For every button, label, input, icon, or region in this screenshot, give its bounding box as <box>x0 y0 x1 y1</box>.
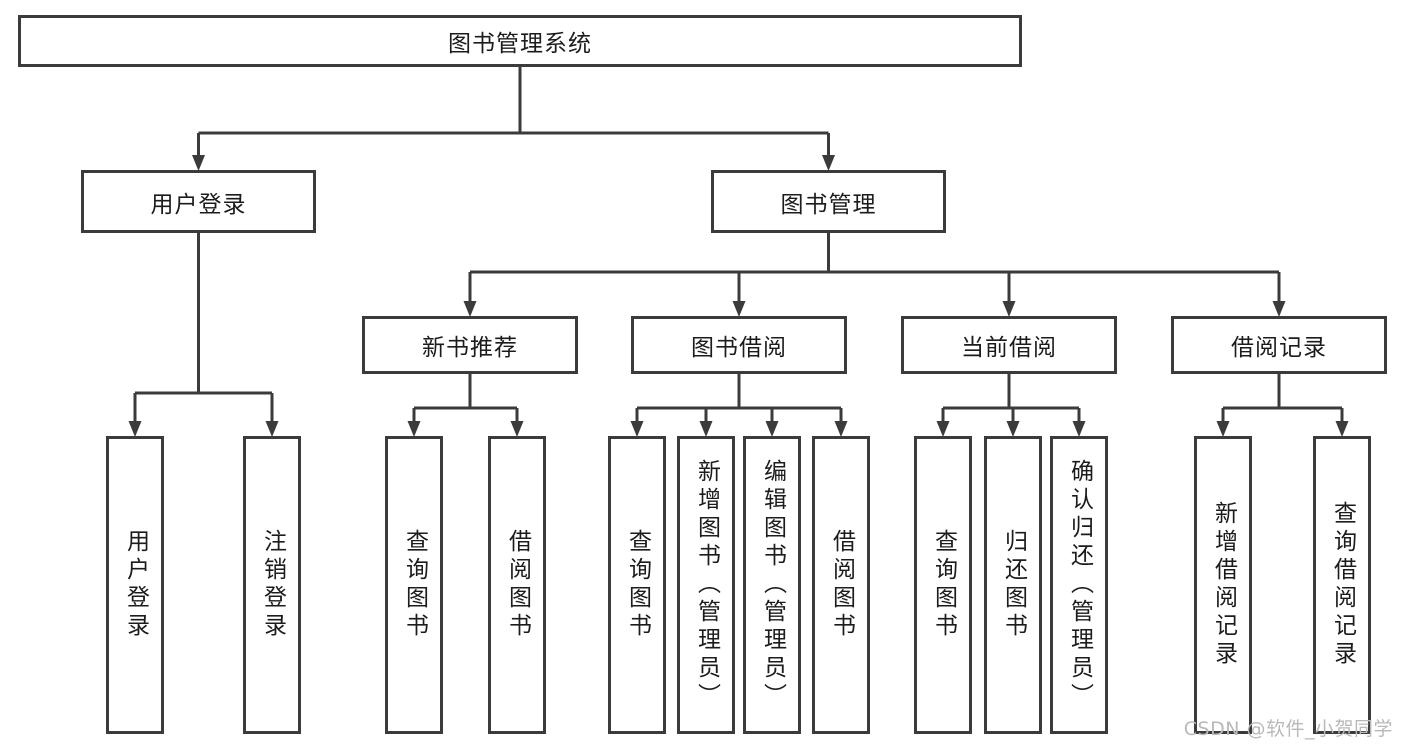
arrow-head-icon <box>1072 421 1086 437</box>
box-layer <box>18 15 1387 734</box>
arrow-head-icon <box>1272 301 1286 317</box>
node-user-login[interactable] <box>81 170 316 233</box>
watermark-label: CSDN @软件_小贺同学 <box>1183 718 1393 740</box>
edge-root-to-level2 <box>192 67 835 171</box>
node-box-leaf-query-book-borrow[interactable] <box>608 436 666 734</box>
node-leaf-borrow-book[interactable] <box>812 436 870 734</box>
node-box-leaf-borrow-book-recommend[interactable] <box>488 436 546 734</box>
edge-current-to-leaves <box>936 374 1086 437</box>
node-leaf-user-logout[interactable] <box>243 436 301 734</box>
node-box-leaf-user-logout[interactable] <box>243 436 301 734</box>
edge-borrow-to-leaves <box>630 374 848 437</box>
arrow-head-icon <box>936 421 950 437</box>
edge-recommend-to-leaves <box>407 374 524 437</box>
node-root[interactable] <box>18 15 1022 67</box>
node-leaf-query-book-current[interactable] <box>914 436 972 734</box>
node-leaf-query-borrow-record[interactable] <box>1313 436 1371 734</box>
arrow-head-icon <box>822 155 835 171</box>
node-box-leaf-borrow-book[interactable] <box>812 436 870 734</box>
node-leaf-edit-book[interactable] <box>743 436 801 734</box>
node-leaf-borrow-book-recommend[interactable] <box>488 436 546 734</box>
node-box-book-management[interactable] <box>711 170 946 233</box>
node-box-borrow-record[interactable] <box>1171 316 1387 374</box>
node-box-user-login[interactable] <box>81 170 316 233</box>
arrow-head-icon <box>834 421 848 437</box>
edge-bookmgmt-to-level3 <box>463 233 1286 317</box>
arrow-head-icon <box>1002 301 1016 317</box>
node-leaf-confirm-return[interactable] <box>1050 436 1108 734</box>
node-box-leaf-add-borrow-record[interactable] <box>1194 436 1252 734</box>
node-borrow-record[interactable] <box>1171 316 1387 374</box>
node-current-borrow[interactable] <box>901 316 1117 374</box>
node-box-leaf-query-book-current[interactable] <box>914 436 972 734</box>
arrow-head-icon <box>192 155 205 171</box>
edge-record-to-leaves <box>1216 374 1349 437</box>
node-book-management[interactable] <box>711 170 946 233</box>
arrow-head-icon <box>1216 421 1230 437</box>
arrow-head-icon <box>463 301 477 317</box>
node-new-book-recommend[interactable] <box>362 316 578 374</box>
node-leaf-user-login[interactable] <box>106 436 164 734</box>
arrow-head-icon <box>128 421 142 437</box>
arrow-head-icon <box>1006 421 1020 437</box>
node-leaf-add-book[interactable] <box>677 436 735 734</box>
node-box-leaf-user-login[interactable] <box>106 436 164 734</box>
node-box-new-book-recommend[interactable] <box>362 316 578 374</box>
node-box-leaf-query-book-recommend[interactable] <box>385 436 443 734</box>
node-box-root[interactable] <box>18 15 1022 67</box>
node-box-current-borrow[interactable] <box>901 316 1117 374</box>
node-leaf-query-book-recommend[interactable] <box>385 436 443 734</box>
arrow-head-icon <box>510 421 524 437</box>
node-box-leaf-add-book[interactable] <box>677 436 735 734</box>
arrow-head-icon <box>732 301 746 317</box>
arrow-head-icon <box>407 421 421 437</box>
arrow-head-icon <box>265 421 279 437</box>
connector-layer <box>128 67 1349 437</box>
node-box-leaf-edit-book[interactable] <box>743 436 801 734</box>
edge-userlogin-to-leaves <box>128 233 279 437</box>
arrow-head-icon <box>699 421 713 437</box>
node-box-leaf-query-borrow-record[interactable] <box>1313 436 1371 734</box>
node-box-leaf-confirm-return[interactable] <box>1050 436 1108 734</box>
node-book-borrow[interactable] <box>631 316 847 374</box>
arrow-head-icon <box>1335 421 1349 437</box>
node-box-leaf-return-book[interactable] <box>984 436 1042 734</box>
arrow-head-icon <box>765 421 779 437</box>
arrow-head-icon <box>630 421 644 437</box>
node-leaf-return-book[interactable] <box>984 436 1042 734</box>
node-leaf-query-book-borrow[interactable] <box>608 436 666 734</box>
node-box-book-borrow[interactable] <box>631 316 847 374</box>
node-leaf-add-borrow-record[interactable] <box>1194 436 1252 734</box>
